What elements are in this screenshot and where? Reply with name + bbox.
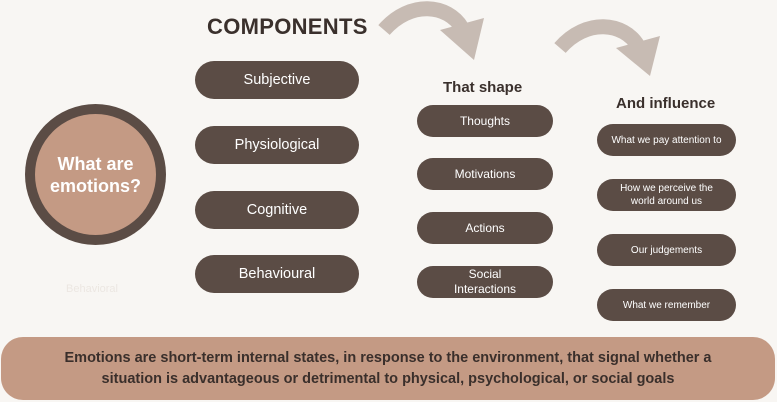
components-heading: COMPONENTS xyxy=(207,14,368,39)
shape-motivations: Motivations xyxy=(417,158,553,190)
component-subjective: Subjective xyxy=(195,61,359,99)
ghost-label: Behavioral xyxy=(66,283,118,295)
component-cognitive: Cognitive xyxy=(195,191,359,229)
and-influence-heading: And influence xyxy=(616,95,716,112)
influence-attention: What we pay attention to xyxy=(597,124,736,156)
curved-arrow-icon xyxy=(554,19,660,76)
emotions-circle: What are emotions? xyxy=(35,114,156,235)
shape-thoughts: Thoughts xyxy=(417,105,553,137)
component-behavioural: Behavioural xyxy=(195,255,359,293)
shape-actions: Actions xyxy=(417,212,553,244)
that-shape-heading: That shape xyxy=(443,79,523,96)
shape-social-interactions: Social Interactions xyxy=(417,266,553,298)
influence-perception: How we perceive the world around us xyxy=(597,179,736,211)
influence-judgements: Our judgements xyxy=(597,234,736,266)
center-title: What are emotions? xyxy=(49,153,141,196)
component-physiological: Physiological xyxy=(195,126,359,164)
definition-banner: Emotions are short-term internal states,… xyxy=(1,337,775,400)
definition-text: Emotions are short-term internal states,… xyxy=(64,349,712,387)
curved-arrow-icon xyxy=(378,1,484,60)
influence-memory: What we remember xyxy=(597,289,736,321)
